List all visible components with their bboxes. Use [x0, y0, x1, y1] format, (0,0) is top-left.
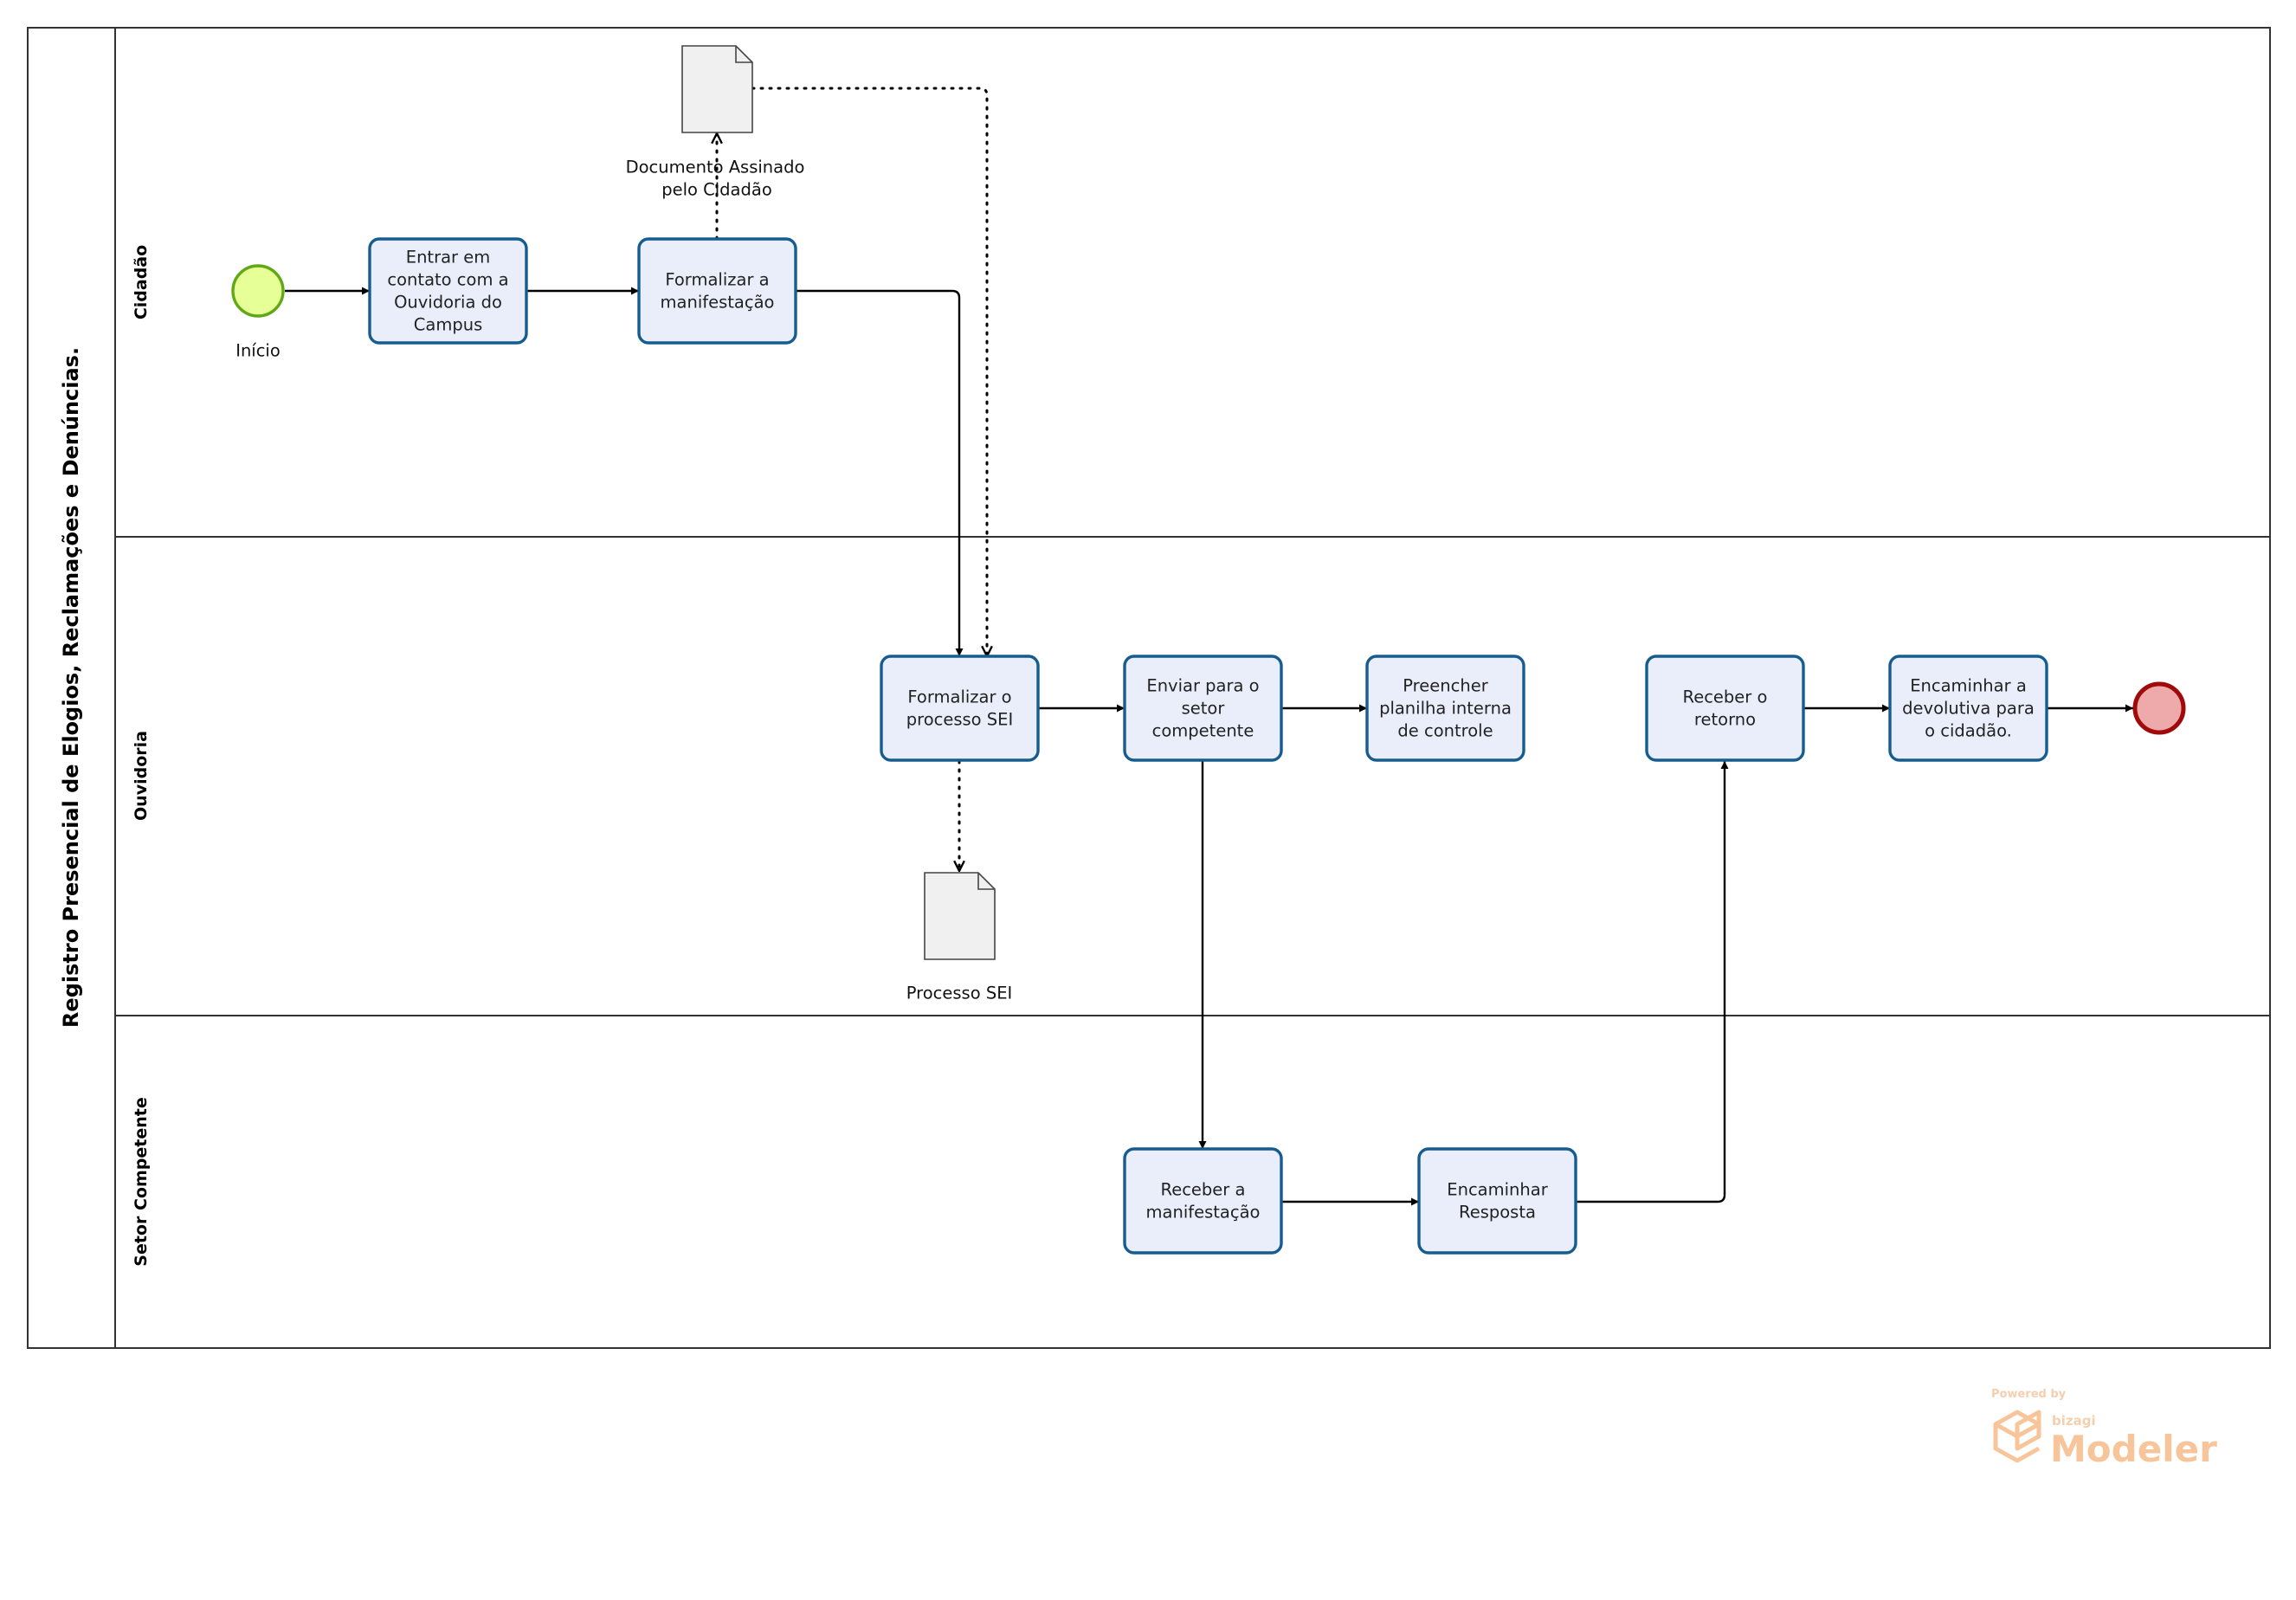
end-event[interactable] [2132, 681, 2186, 735]
task-t8[interactable]: Receber a manifestação [1123, 1147, 1283, 1255]
events: Início [231, 264, 2186, 735]
data-objects: Documento Assinado pelo Cidadão Processo… [626, 45, 1013, 1003]
data-object-documento-assinado[interactable]: Documento Assinado pelo Cidadão [626, 45, 805, 200]
task-label-line: devolutiva para [1902, 699, 2035, 719]
task-label-line: Receber o [1683, 687, 1768, 707]
flow-t2-to-t3 [796, 289, 964, 656]
association-doc1-to-t3 [751, 87, 987, 658]
task-box [880, 655, 1040, 762]
task-label-line: manifestação [1146, 1203, 1261, 1223]
task-label-line: Resposta [1459, 1203, 1536, 1223]
watermark-powered-by: Powered by [1991, 1388, 2067, 1401]
task-box [1417, 1147, 1577, 1255]
task-box [1365, 655, 1525, 762]
task-label-line: planilha interna [1379, 699, 1512, 719]
task-label-line: competente [1152, 721, 1254, 741]
task-t3[interactable]: Formalizar o processo SEI [880, 655, 1040, 762]
data-object-label-line: pelo Cidadão [661, 180, 772, 200]
task-label-line: contato com a [387, 270, 508, 290]
task-label-line: Receber a [1161, 1180, 1246, 1200]
document-fold [735, 46, 752, 63]
task-box [1645, 655, 1805, 762]
task-t2[interactable]: Formalizar a manifestação [637, 237, 797, 345]
task-label-line: processo SEI [906, 710, 1014, 730]
task-label-line: Formalizar o [907, 687, 1011, 707]
lane-label-setor-competente: Setor Competente [132, 1097, 151, 1266]
watermark-product: Modeler [2050, 1428, 2217, 1470]
task-label-line: Encaminhar [1447, 1180, 1548, 1200]
task-box [637, 237, 797, 345]
document-icon [681, 45, 753, 133]
task-box [1123, 655, 1283, 762]
data-object-label-line: Documento Assinado [626, 158, 805, 177]
task-label-line: Entrar em [406, 248, 491, 268]
task-label-line: manifestação [661, 293, 775, 313]
data-object-processo-sei[interactable]: Processo SEI [906, 872, 1013, 1003]
task-box [368, 237, 528, 345]
flow-t9-to-t6 [1576, 761, 1729, 1203]
associations [717, 87, 987, 873]
task-label-line: Formalizar a [665, 270, 769, 290]
start-event[interactable] [231, 264, 285, 318]
task-label-line: de controle [1397, 721, 1493, 741]
lane-label-ouvidoria: Ouvidoria [132, 731, 151, 821]
task-label-line: setor [1182, 699, 1226, 719]
task-label-line: Ouvidoria do [394, 293, 502, 313]
start-event-label: Início [235, 341, 281, 361]
task-box [1123, 1147, 1283, 1255]
task-box [1888, 655, 2048, 762]
document-icon [924, 872, 996, 960]
task-t6[interactable]: Receber o retorno [1645, 655, 1805, 762]
task-label-line: Enviar para o [1146, 676, 1259, 696]
task-label-line: Encaminhar a [1910, 676, 2027, 696]
task-label-line: Preencher [1403, 676, 1488, 696]
watermark-brand: bizagi [2052, 1413, 2096, 1429]
lane-label-cidadao: Cidadão [132, 245, 151, 319]
data-object-label-line: Processo SEI [906, 984, 1013, 1003]
task-label-line: Campus [414, 315, 482, 335]
task-label-line: retorno [1694, 710, 1756, 730]
sequence-flows [285, 287, 2133, 1206]
pool-title: Registro Presencial de Elogios, Reclamaç… [59, 347, 83, 1028]
bizagi-watermark: Powered by bizagi Modeler [1991, 1388, 2217, 1470]
document-fold [977, 873, 995, 890]
task-label-line: o cidadão. [1925, 721, 2012, 741]
bizagi-logo-icon [1993, 1410, 2041, 1463]
